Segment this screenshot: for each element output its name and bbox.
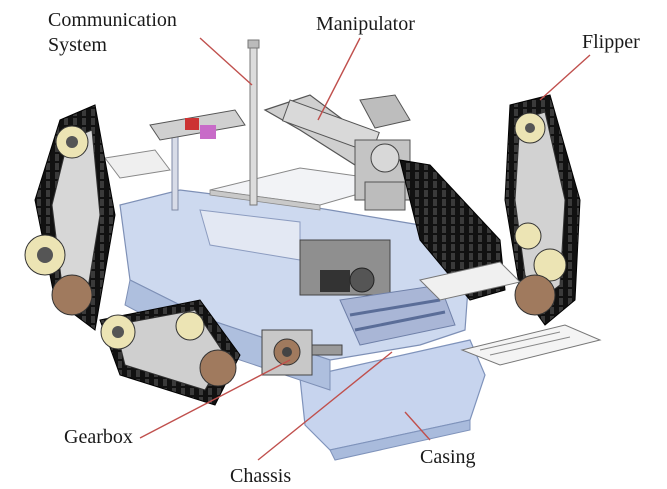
label-gearbox: Gearbox [64, 426, 133, 448]
label-manipulator: Manipulator [316, 13, 415, 35]
leader-flipper [539, 54, 591, 101]
leader-casing [404, 411, 431, 441]
front-left-track [99, 299, 241, 406]
leader-gearbox [139, 359, 291, 439]
left-flipper-track [24, 104, 116, 331]
floor-plate-right [460, 324, 602, 366]
label-flipper: Flipper [582, 31, 640, 53]
leader-manipulator [317, 37, 361, 121]
label-chassis: Chassis [230, 465, 291, 487]
leader-communication [199, 37, 253, 86]
label-casing: Casing [420, 446, 476, 468]
leader-lines [139, 37, 591, 461]
right-main-track [399, 159, 506, 301]
manipulator-arm [263, 94, 411, 211]
leader-chassis [257, 351, 393, 461]
floor-plate-right-upper [419, 261, 521, 301]
casing-shape [299, 339, 486, 461]
communication-mast [104, 39, 260, 211]
label-communication-line1: Communication [48, 9, 177, 31]
label-communication-line2: System [48, 34, 107, 56]
right-flipper-track [504, 94, 581, 326]
gearbox-shape [261, 329, 343, 376]
